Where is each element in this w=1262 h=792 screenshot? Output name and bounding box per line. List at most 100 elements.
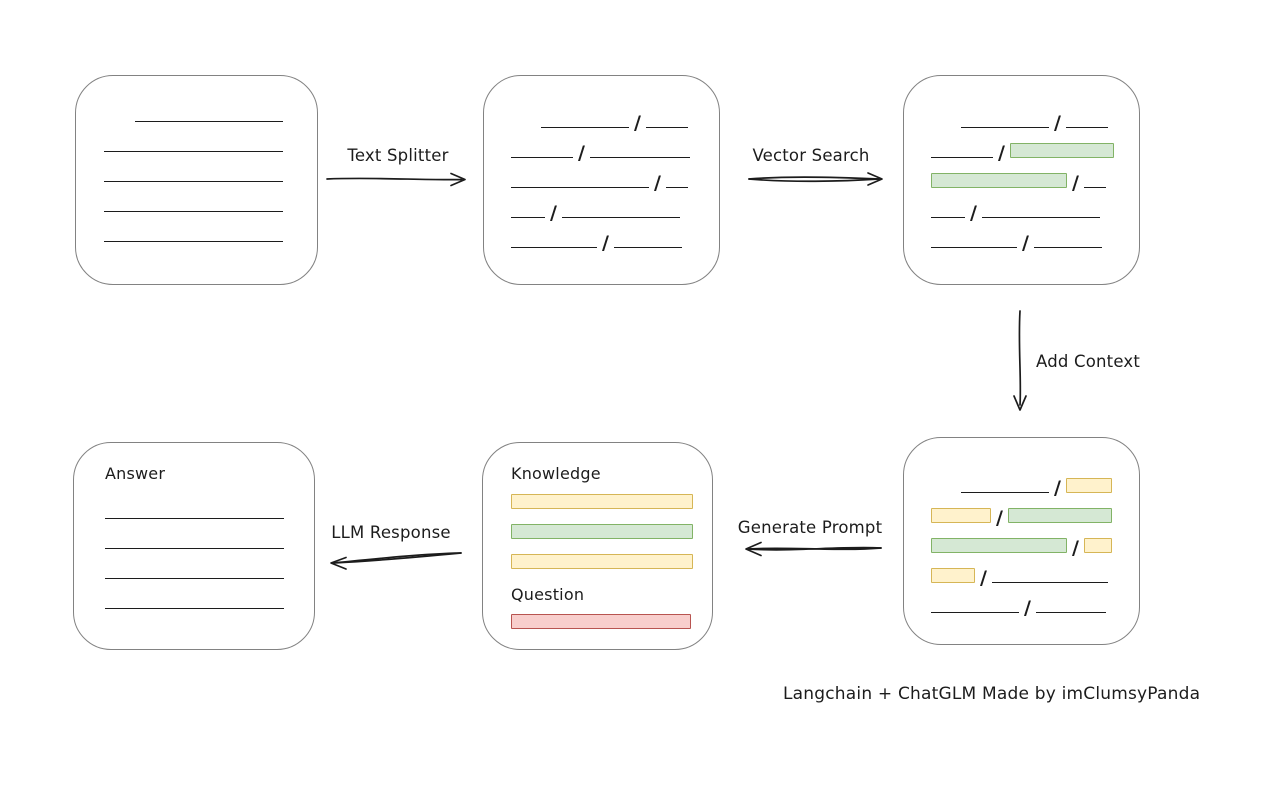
text-line	[511, 217, 545, 218]
context-chunks-box: / / / / /	[903, 437, 1140, 645]
slash-separator: /	[602, 232, 609, 254]
text-row	[105, 519, 286, 549]
source-document-box	[75, 75, 318, 285]
text-row: /	[931, 553, 1115, 589]
green-highlight-chip	[511, 524, 693, 539]
slash-separator: /	[1022, 232, 1029, 254]
chip-row	[511, 524, 693, 539]
text-line	[511, 187, 649, 188]
slash-separator: /	[654, 172, 661, 194]
box-heading: Knowledge	[511, 464, 601, 483]
text-line	[665, 187, 688, 188]
yellow-highlight-chip	[511, 494, 693, 509]
slash-separator: /	[1072, 537, 1079, 559]
vector-matched-chunks-box: / / / / /	[903, 75, 1140, 285]
text-row: /	[931, 523, 1115, 559]
green-highlight-chip	[931, 173, 1067, 188]
text-line	[1035, 612, 1106, 613]
yellow-highlight-chip	[511, 554, 693, 569]
generate-prompt-label: Generate Prompt	[737, 518, 883, 537]
split-chunks-box: / / / / /	[483, 75, 720, 285]
text-row: /	[931, 158, 1115, 194]
slash-separator: /	[980, 567, 987, 589]
yellow-highlight-chip	[1065, 478, 1112, 493]
chip-row	[511, 554, 693, 569]
slash-separator: /	[1054, 112, 1061, 134]
text-splitter-arrow-icon	[326, 172, 466, 187]
red-highlight-chip	[511, 614, 691, 629]
text-line	[1065, 127, 1108, 128]
text-line	[104, 211, 283, 212]
text-line	[613, 247, 682, 248]
text-line	[1033, 247, 1102, 248]
vector-search-arrow-icon	[748, 172, 883, 186]
text-row	[105, 579, 286, 609]
text-row: /	[511, 128, 695, 164]
text-row	[104, 152, 289, 182]
text-line	[511, 157, 573, 158]
yellow-highlight-chip	[931, 508, 991, 523]
yellow-highlight-chip	[931, 568, 975, 583]
text-row	[104, 122, 289, 152]
text-row: /	[511, 98, 695, 134]
text-line	[645, 127, 688, 128]
text-row: /	[511, 188, 695, 224]
add-context-arrow-icon	[1013, 310, 1027, 411]
chip-row	[511, 494, 693, 509]
slash-separator: /	[1072, 172, 1079, 194]
text-line	[105, 548, 284, 549]
slash-separator: /	[578, 142, 585, 164]
text-row	[105, 489, 286, 519]
text-line	[931, 157, 993, 158]
text-line	[541, 127, 629, 128]
text-row: /	[511, 158, 695, 194]
text-line	[1083, 187, 1106, 188]
llm-response-label: LLM Response	[331, 523, 451, 542]
answer-box: Answer	[73, 442, 315, 650]
add-context-label: Add Context	[1036, 352, 1141, 371]
text-row: /	[931, 463, 1115, 499]
text-line	[105, 608, 284, 609]
text-row: /	[931, 218, 1115, 254]
slash-separator: /	[996, 507, 1003, 529]
text-line	[105, 518, 284, 519]
text-row	[105, 549, 286, 579]
text-line	[104, 181, 283, 182]
green-highlight-chip	[1007, 508, 1112, 523]
slash-separator: /	[634, 112, 641, 134]
text-line	[931, 217, 965, 218]
text-line	[931, 612, 1019, 613]
text-splitter-label: Text Splitter	[347, 146, 449, 165]
box-heading: Question	[511, 585, 585, 604]
text-row	[104, 182, 289, 212]
text-line	[961, 127, 1049, 128]
text-line	[991, 582, 1108, 583]
text-line	[589, 157, 690, 158]
slash-separator: /	[970, 202, 977, 224]
slash-separator: /	[1054, 477, 1061, 499]
llm-response-arrow-icon	[330, 552, 462, 570]
text-row: /	[931, 98, 1115, 134]
text-row: /	[931, 188, 1115, 224]
green-highlight-chip	[1009, 143, 1114, 158]
text-row: /	[931, 583, 1115, 619]
slash-separator: /	[1024, 597, 1031, 619]
text-line	[511, 247, 597, 248]
text-line	[931, 247, 1017, 248]
slash-separator: /	[998, 142, 1005, 164]
text-line	[981, 217, 1100, 218]
slash-separator: /	[550, 202, 557, 224]
text-row: /	[931, 493, 1115, 529]
green-highlight-chip	[931, 538, 1067, 553]
text-line	[961, 492, 1049, 493]
chip-row	[511, 614, 692, 629]
text-line	[104, 241, 283, 242]
text-row: /	[931, 128, 1115, 164]
diagram-caption: Langchain + ChatGLM Made by imClumsyPand…	[783, 684, 1201, 704]
text-line	[104, 151, 283, 152]
text-row: /	[511, 218, 695, 254]
text-line	[135, 121, 283, 122]
box-heading: Answer	[105, 464, 166, 483]
